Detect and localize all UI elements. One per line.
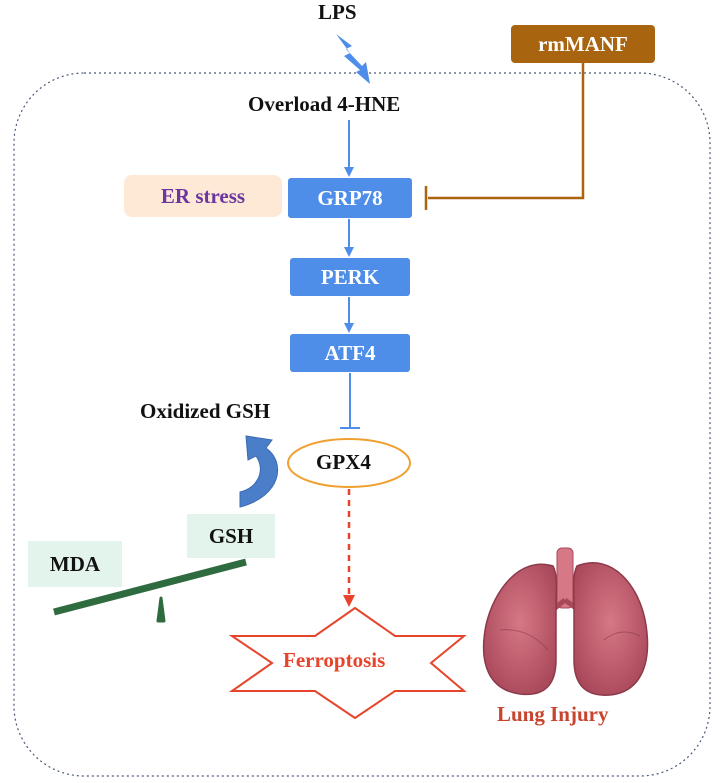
gpx4-node: [287, 438, 411, 488]
lps-label: LPS: [318, 0, 357, 24]
overload-4hne-label: Overload 4-HNE: [248, 92, 401, 116]
rmmanf-node: rmMANF: [511, 25, 655, 63]
cell-boundary: [13, 72, 711, 777]
atf4-node: ATF4: [290, 334, 410, 372]
grp78-node: GRP78: [288, 178, 412, 218]
mda-node: MDA: [28, 541, 122, 587]
curved-arrow-icon: [239, 435, 279, 508]
edge-rmmanf-grp78: [428, 63, 585, 200]
perk-node: PERK: [290, 258, 410, 296]
balance-beam: [53, 558, 247, 616]
lung-icon: [482, 547, 649, 696]
balance-fulcrum: [156, 596, 166, 623]
oxidized-gsh-label: Oxidized GSH: [140, 399, 271, 423]
lung-injury-label: Lung Injury: [497, 702, 609, 726]
er-stress-node: ER stress: [124, 175, 282, 217]
gsh-node: GSH: [187, 514, 275, 558]
gpx4-label: GPX4: [316, 450, 371, 474]
lightning-icon: [336, 34, 370, 84]
ferroptosis-star: [228, 606, 467, 720]
ferroptosis-label: Ferroptosis: [283, 648, 386, 672]
